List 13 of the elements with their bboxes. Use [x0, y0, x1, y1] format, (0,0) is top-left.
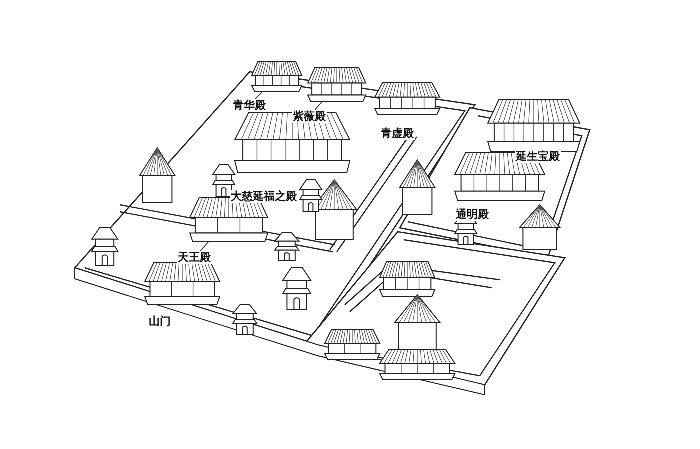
hall-label: 青华殿	[232, 99, 267, 112]
hall-label: 延生宝殿	[515, 150, 561, 163]
hall-label: 山门	[148, 315, 172, 328]
leader-line	[200, 242, 210, 252]
hall-drawing	[308, 68, 366, 102]
leader-line	[314, 102, 323, 110]
hall-label: 天王殿	[177, 251, 212, 264]
hall-label: 通明殿	[455, 208, 490, 221]
hall-label: 大慈延福之殿	[230, 190, 298, 203]
hall-label: 紫薇殿	[292, 110, 327, 123]
hall-label: 青虚殿	[380, 127, 415, 140]
leader-line	[255, 92, 263, 100]
hall-drawing	[252, 62, 302, 92]
